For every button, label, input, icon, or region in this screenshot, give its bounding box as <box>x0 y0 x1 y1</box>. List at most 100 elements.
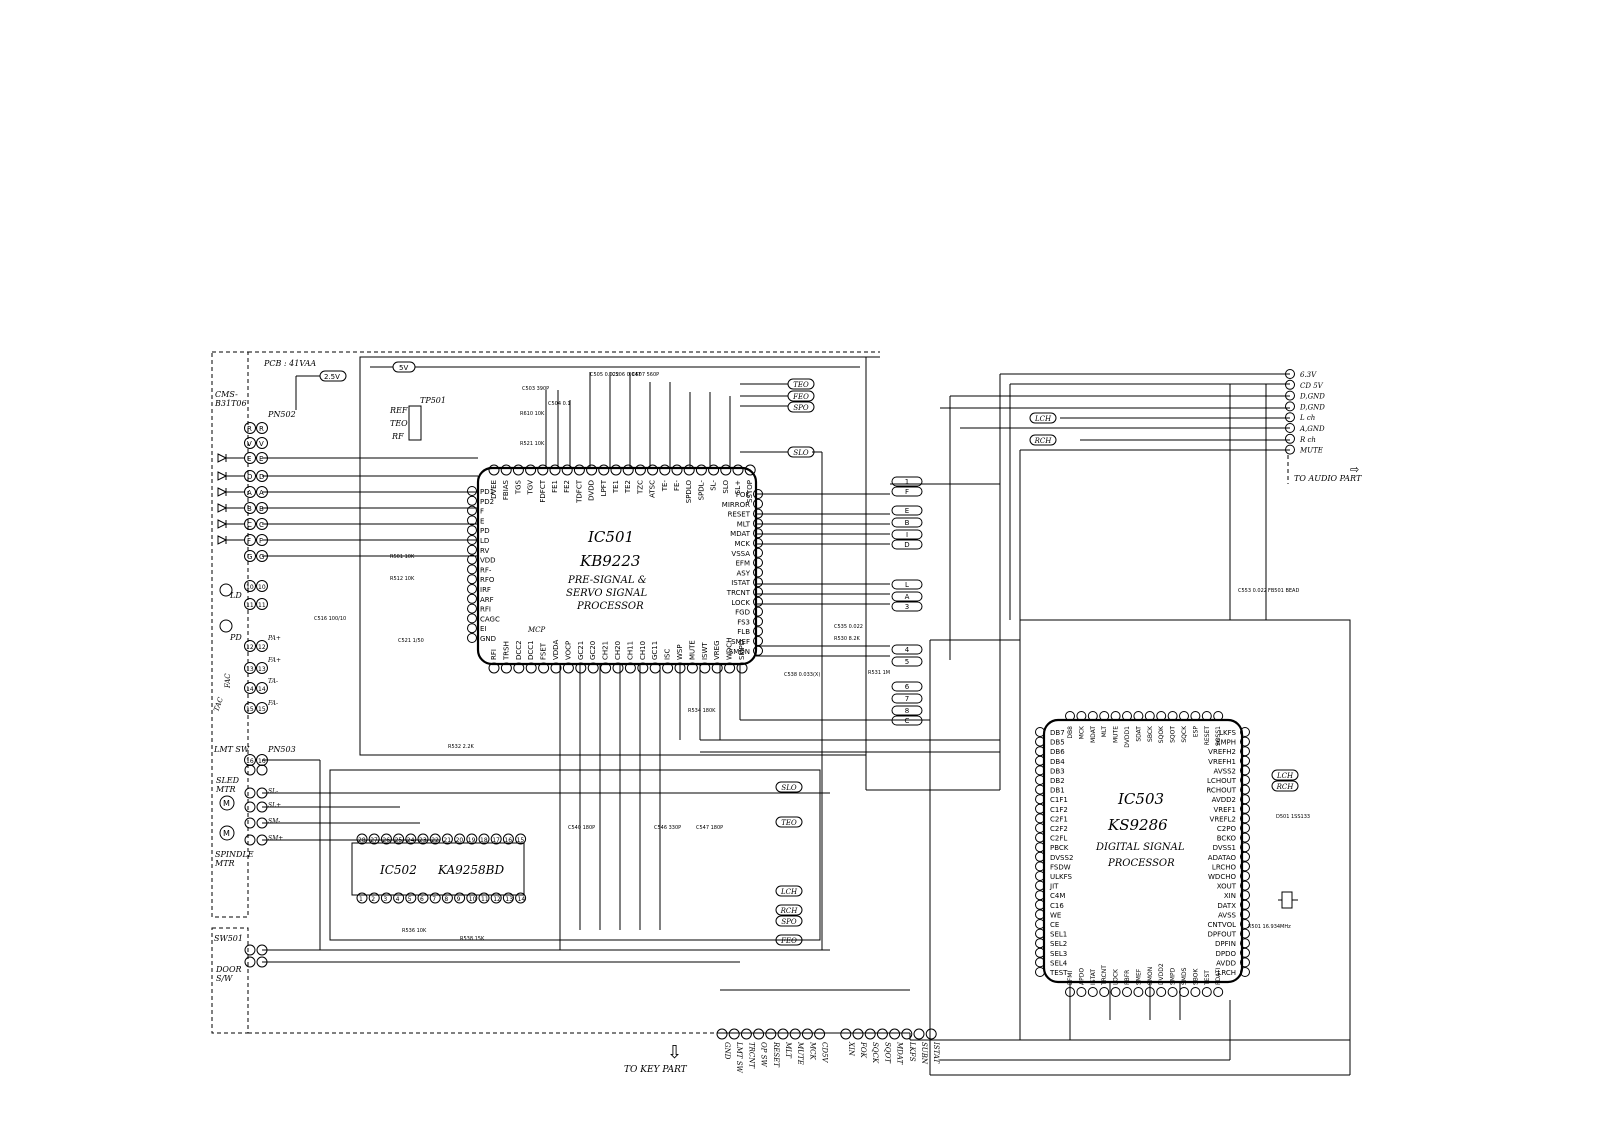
ic503-pin-label-smpd: SMPD <box>1170 967 1177 985</box>
ic501-pin-label-ch20: CH20 <box>614 641 622 660</box>
ic501-pin-label-fe2: FE2 <box>563 480 571 493</box>
audio-pin-label-0: 6.3V <box>1300 371 1317 379</box>
ic503-left-pin <box>1035 736 1045 747</box>
ic501-pin-label-mute: MUTE <box>688 640 696 660</box>
ic501-pin-label-ld: LD <box>480 537 489 545</box>
ic501-right-pin <box>753 557 763 568</box>
component-c504: C504 0.1 <box>548 401 571 407</box>
ic501-pin-label-reset: RESET <box>728 511 751 519</box>
ic501-pin-label-pd: PD <box>480 527 490 535</box>
ic501-left-pin <box>467 603 477 614</box>
ic503-left-pin <box>1035 803 1045 814</box>
component-x501: X501 16.934MHz <box>1248 924 1291 930</box>
ic503-pin-label-avss2: AVSS2 <box>1214 767 1236 775</box>
ic503-left-pin <box>1035 919 1045 929</box>
ic503-left-pin <box>1035 957 1045 968</box>
ic501-pin-label-gc20: GC20 <box>589 641 597 660</box>
ic503-pin-label-mute: MUTE <box>1113 726 1120 743</box>
ic503-right-pin <box>1240 794 1250 805</box>
component-r536: R536 10K <box>402 928 427 934</box>
pin-circle <box>244 518 256 530</box>
ic501-top-pin <box>488 464 500 476</box>
cross-ref-tag <box>891 486 923 497</box>
ic503-right-pins: LKFSEMPHVREFH2VREFH1AVSS2LCHOUTRCHOUTAVD… <box>1206 727 1250 977</box>
component-r610: R610 10K <box>520 411 545 417</box>
ic503-pin-label-ce: CE <box>1050 921 1059 929</box>
to-audio-part-label: TO AUDIO PART <box>1294 474 1362 483</box>
ic503-left-pin <box>1035 775 1045 785</box>
cross-ref-tag <box>891 681 923 692</box>
pin-circle <box>244 801 256 813</box>
key-pin-label-opsw: OP SW <box>760 1042 768 1067</box>
component-c538: C538 0.033(X) <box>784 672 820 678</box>
pin-number-13: 13 <box>258 666 266 673</box>
ic503-left-pin <box>1035 823 1045 833</box>
ic503-pin-label-vref1: VREF1 <box>1213 806 1236 814</box>
key-pin <box>901 1028 913 1040</box>
ic502-bottom-pin <box>368 892 380 904</box>
ic501-pin-label-isc: ISC <box>664 648 672 660</box>
ic503-right-pin <box>1240 832 1250 843</box>
pin-circle <box>244 702 256 714</box>
ic501-pin-label-vssa: VSSA <box>731 550 750 558</box>
diode-icon <box>217 519 228 529</box>
key-pin-label-mute: MUTE <box>796 1041 804 1065</box>
component-c521: C521 1/50 <box>398 638 424 644</box>
ic501-left-pin <box>467 613 477 624</box>
cross-ref-6: 6 <box>905 683 910 691</box>
component-r501: R501 10K <box>390 554 415 560</box>
lmt-sw-label: LMT SW <box>213 745 250 754</box>
cross-ref-1: 1 <box>905 478 909 486</box>
pin-letter-c: C <box>259 521 264 529</box>
ic501-bottom-pin <box>624 662 636 674</box>
ic502-bottom-pin <box>454 892 466 904</box>
ic501-pin-label-efm: EFM <box>736 560 751 568</box>
ic501-top-pin <box>500 464 512 476</box>
ic503-left-pin <box>1035 842 1045 853</box>
audio-pin <box>1285 369 1295 379</box>
ic503-left-pin <box>1035 813 1045 824</box>
ic503-right-pin <box>1240 813 1250 824</box>
net-tag <box>775 915 803 927</box>
key-pin-label-mdat: MDAT <box>896 1041 904 1065</box>
ic501-pin-label-fgd: FGD <box>735 609 750 617</box>
ic503-top-pin <box>1076 711 1087 721</box>
ic503-right-pin <box>1240 899 1250 910</box>
ic501-top-pin <box>659 464 671 476</box>
ic503-left-pin <box>1035 967 1045 977</box>
ic502-bottom-pin <box>356 892 368 904</box>
ic503-right-pin <box>1240 871 1250 881</box>
component-c505: C505 0.022 <box>590 372 619 378</box>
ic503-left-pin <box>1035 851 1045 862</box>
ic501-pin-label-ch21: CH21 <box>602 641 610 660</box>
ic503-pin-label-sbok: SBOK <box>1192 967 1199 985</box>
key-pin <box>864 1028 876 1040</box>
ic501-pin-label-ch10: CH10 <box>639 641 647 660</box>
component-c506: C506 0.047 <box>612 372 641 378</box>
ic503-top-pin <box>1110 711 1121 721</box>
component-c547: C547 180P <box>696 825 723 831</box>
ic502-pin-16: 16 <box>504 837 512 844</box>
ic503-pin-label-efmi: EFMI <box>1067 971 1074 985</box>
ic503-desc-2: PROCESSOR <box>1107 858 1175 869</box>
ic501-pin-label-slo: SLO <box>722 480 730 494</box>
key-pin <box>925 1028 937 1040</box>
pin-circle <box>244 534 256 546</box>
ic501-pin-label-arf: ARF <box>480 596 494 604</box>
spindle-motor-label-1: SPINDLE <box>215 850 254 859</box>
ic503-ref: IC503 <box>1117 790 1164 808</box>
pin-letter-e: E <box>247 455 251 463</box>
pin-letter-v: V <box>247 440 252 448</box>
ic503-top-pin <box>1144 711 1155 721</box>
ic501-right-pin <box>753 498 763 509</box>
key-arrow-icon: ⇩ <box>667 1042 682 1063</box>
pin-circle <box>256 640 268 652</box>
ic501-pin-label-smon: SMON <box>729 648 750 656</box>
ic502-pin-1: 1 <box>359 896 363 903</box>
ic503-pin-label-istat: ISTAT <box>1090 969 1097 985</box>
ic503-pin-label-mdat: MDAT <box>1090 726 1097 743</box>
ic502-bottom-pin <box>393 892 405 904</box>
ic501-right-pin <box>753 596 763 607</box>
ic501-pin-label-spdlo: SPDLO <box>685 480 693 504</box>
